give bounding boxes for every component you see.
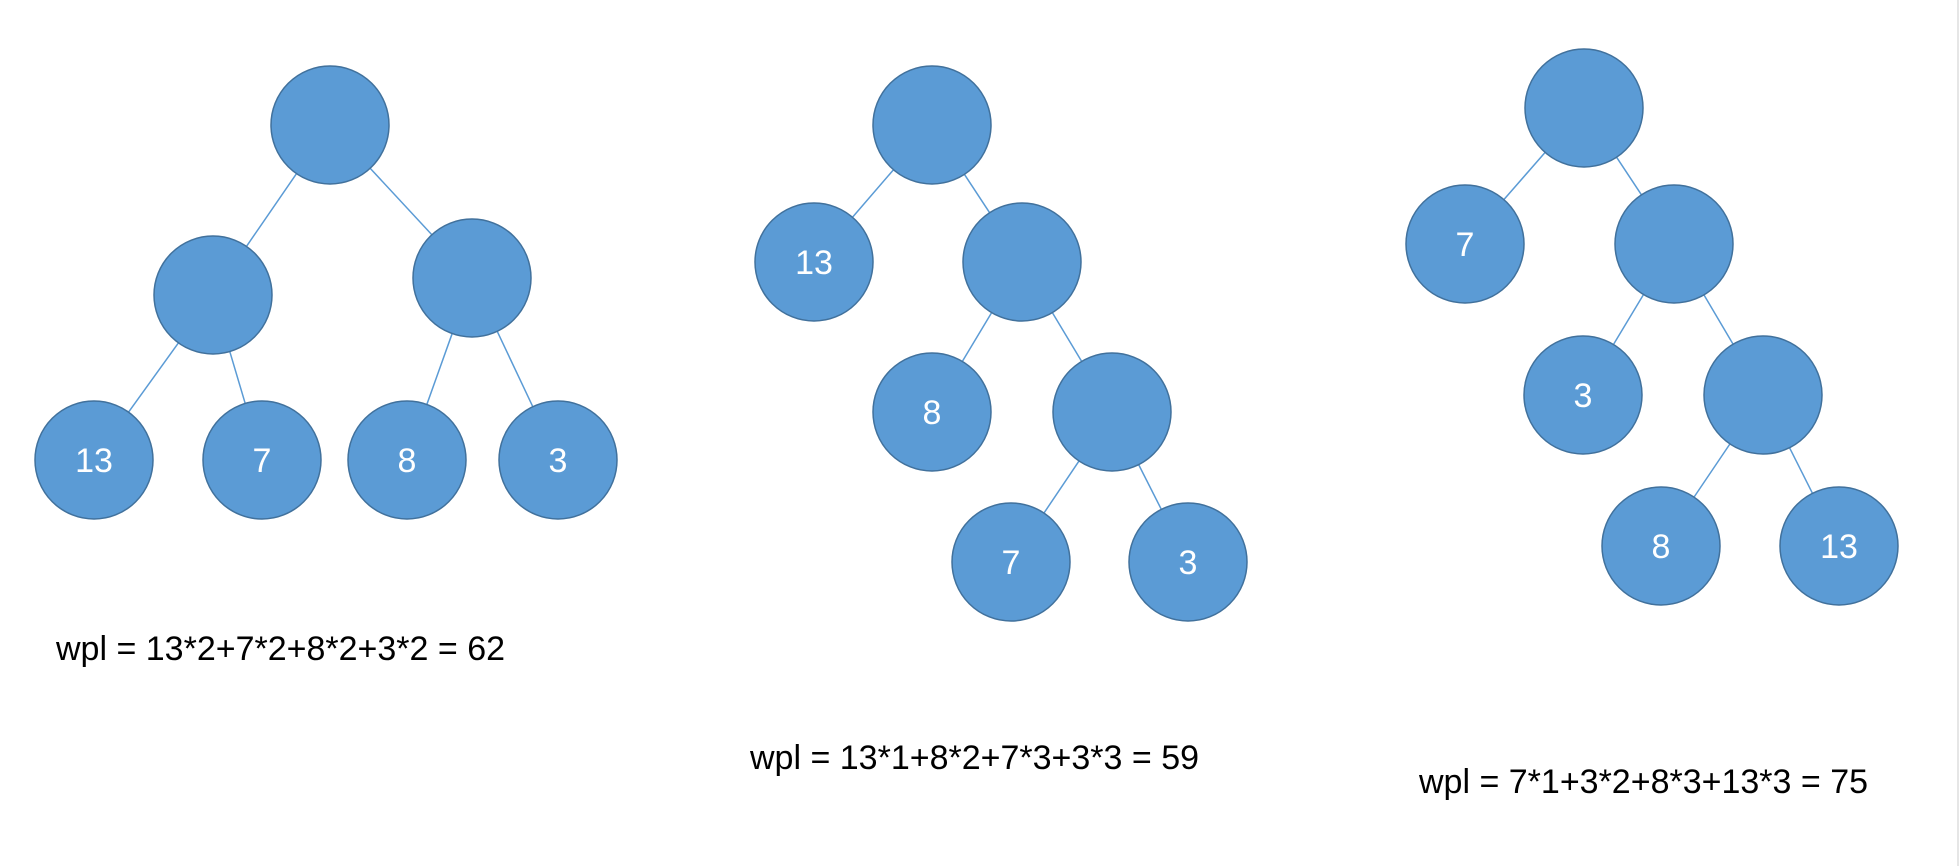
wpl-formula-1: wpl = 13*2+7*2+8*2+3*2 = 62 — [55, 630, 505, 668]
internal-node — [412, 218, 532, 338]
edge-b-l13 — [1788, 447, 1814, 494]
edge-a-l13 — [127, 342, 180, 413]
edge-b-l3 — [1137, 464, 1163, 510]
edge-r-a — [245, 173, 298, 247]
leaf-node-7 — [951, 502, 1071, 622]
node-weight-label: 8 — [923, 394, 942, 432]
internal-node — [1052, 352, 1172, 472]
edge-r-l13 — [851, 169, 895, 218]
node-weight-label: 3 — [1179, 544, 1198, 582]
node-weight-label: 7 — [1456, 226, 1475, 264]
edge-b-l3 — [496, 331, 534, 407]
node-weight-label: 8 — [1652, 528, 1671, 566]
edge-a-l3 — [1612, 294, 1645, 345]
leaf-node-3 — [498, 400, 618, 520]
tree-3: 7 3 8 13 — [1405, 48, 1899, 606]
internal-node — [872, 65, 992, 185]
internal-node — [962, 202, 1082, 322]
edge-a-l7 — [229, 351, 246, 404]
internal-node — [1614, 184, 1734, 304]
leaf-node-8 — [1601, 486, 1721, 606]
wpl-formula-3: wpl = 7*1+3*2+8*3+13*3 = 75 — [1418, 763, 1868, 801]
edge-a-l8 — [961, 312, 993, 362]
edge-b-l8 — [1693, 443, 1731, 498]
edge-r-l7 — [1503, 151, 1546, 201]
leaf-node-13 — [34, 400, 154, 520]
leaf-node-13 — [1779, 486, 1899, 606]
node-weight-label: 13 — [1820, 528, 1858, 566]
internal-node — [1703, 335, 1823, 455]
internal-node — [1524, 48, 1644, 168]
node-weight-label: 3 — [549, 442, 568, 480]
leaf-node-13 — [754, 202, 874, 322]
edge-b-l7 — [1043, 460, 1080, 514]
tree-1: 13 7 8 3 — [34, 65, 618, 520]
edge-a-b — [1703, 294, 1734, 345]
node-weight-label: 3 — [1574, 377, 1593, 415]
internal-node — [270, 65, 390, 185]
node-weight-label: 7 — [253, 442, 272, 480]
leaf-node-3 — [1128, 502, 1248, 622]
node-weight-label: 8 — [398, 442, 417, 480]
page-right-border — [1957, 0, 1959, 866]
leaf-node-7 — [202, 400, 322, 520]
wpl-formula-2: wpl = 13*1+8*2+7*3+3*3 = 59 — [749, 739, 1199, 777]
edge-r-a — [963, 173, 991, 214]
leaf-node-3 — [1523, 335, 1643, 455]
leaf-node-8 — [872, 352, 992, 472]
tree-2: 13 8 7 3 — [754, 65, 1248, 622]
leaf-node-7 — [1405, 184, 1525, 304]
edge-r-b — [369, 167, 433, 236]
internal-node — [153, 235, 273, 355]
node-weight-label: 7 — [1002, 544, 1021, 582]
node-weight-label: 13 — [795, 244, 833, 282]
leaf-node-8 — [347, 400, 467, 520]
node-weight-label: 13 — [75, 442, 113, 480]
edge-b-l8 — [426, 333, 453, 405]
edge-a-b — [1051, 312, 1083, 362]
edge-r-a — [1615, 156, 1643, 196]
